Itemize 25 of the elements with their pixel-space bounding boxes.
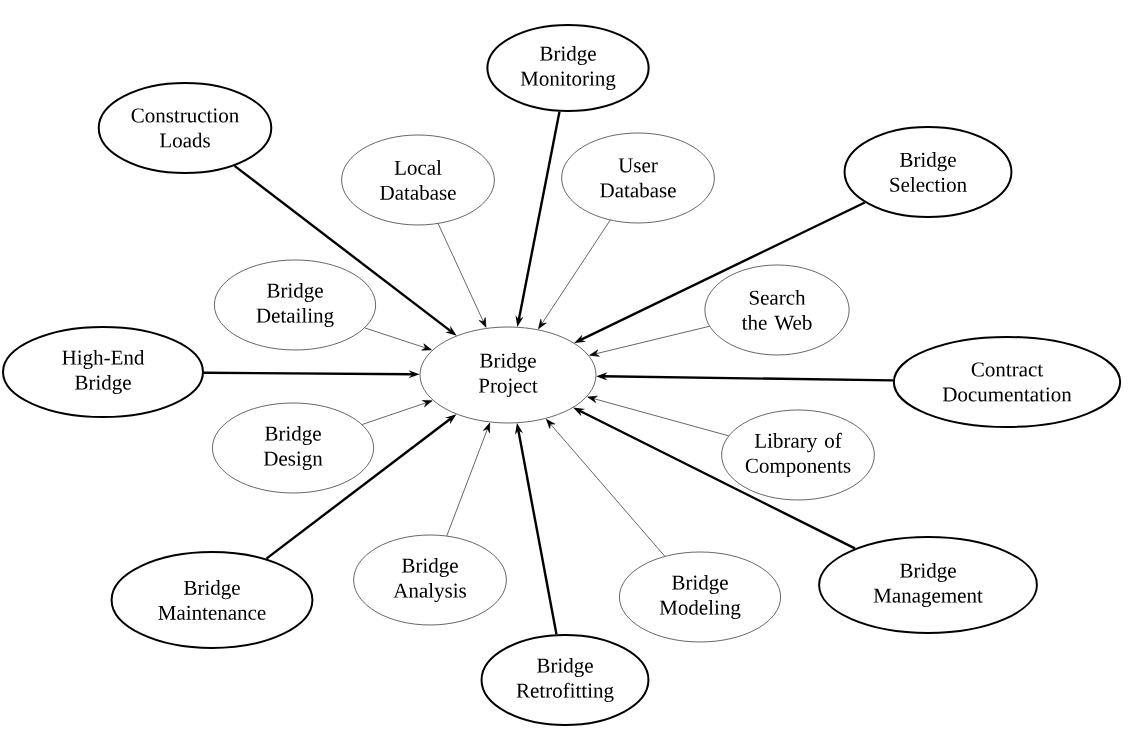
ellipse-node: Bridge Modeling: [619, 551, 781, 643]
ellipse-node: Local Database: [341, 134, 495, 226]
ellipse-node: User Database: [561, 132, 715, 224]
arrow: [361, 400, 433, 425]
ellipse-node: Bridge Design: [212, 402, 374, 494]
arrow: [546, 419, 666, 557]
arrow: [446, 422, 490, 537]
ellipse-node: Bridge Analysis: [353, 534, 507, 626]
ellipse-node: Search the Web: [704, 264, 850, 356]
arrow: [587, 395, 729, 437]
ellipse-node: Bridge Management: [818, 536, 1038, 634]
ellipse-node: Bridge Maintenance: [110, 551, 314, 649]
ellipse-node: Contract Documentation: [892, 336, 1122, 428]
ellipse-node: Construction Loads: [97, 82, 273, 174]
ellipse-node: Bridge Retrofitting: [480, 634, 650, 726]
ellipse-node: Bridge Selection: [843, 126, 1013, 218]
ellipse-node: Bridge Project: [419, 326, 597, 424]
ellipse-node: Bridge Monitoring: [486, 24, 650, 112]
arrow: [437, 223, 487, 328]
arrow: [364, 327, 432, 351]
arrow: [538, 219, 611, 330]
arrow: [589, 326, 710, 357]
ellipse-node: Library of Components: [721, 409, 875, 501]
ellipse-node: High-End Bridge: [2, 326, 204, 418]
ellipse-node: Bridge Detailing: [214, 259, 376, 351]
